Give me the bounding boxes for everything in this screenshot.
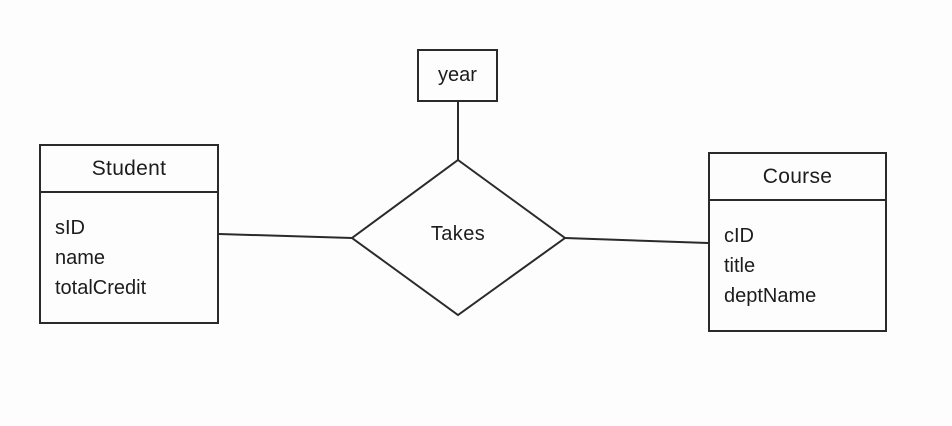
attribute-totalcredit: totalCredit (55, 277, 147, 299)
entity-attributes-student: sID name totalCredit (41, 193, 217, 303)
entity-attributes-course: cID title deptName (710, 201, 885, 311)
entity-box-student: Student sID name totalCredit (39, 144, 219, 324)
attribute-box-year: year (417, 49, 498, 102)
attribute-sid: sID (55, 217, 85, 239)
attribute-title: title (724, 255, 756, 277)
attribute-cid: cID (724, 225, 754, 247)
connector-takes-course (564, 237, 709, 244)
entity-title-course: Course (710, 154, 885, 201)
attribute-deptname: deptName (724, 285, 817, 307)
attribute-name: name (55, 247, 106, 269)
entity-title-student: Student (41, 146, 217, 193)
relationship-label-takes: Takes (430, 223, 486, 245)
connector-student-takes (218, 233, 353, 239)
relationship-diamond-shape (350, 158, 567, 317)
entity-box-course: Course cID title deptName (708, 152, 887, 332)
